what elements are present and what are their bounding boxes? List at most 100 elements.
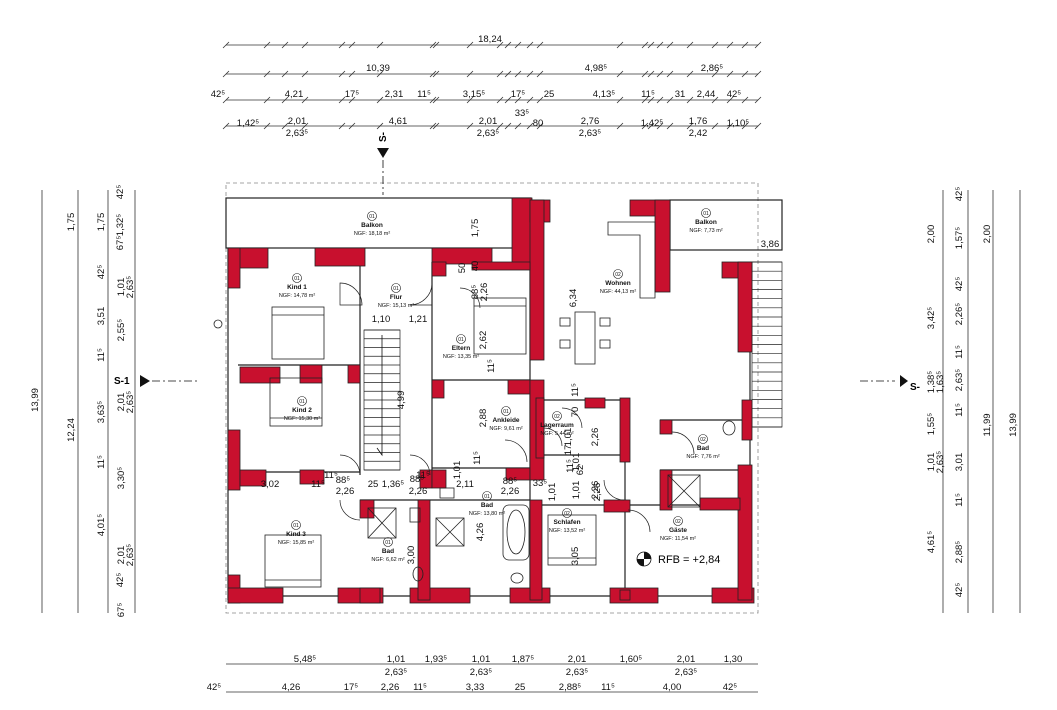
dim-l-11: 11⁵ bbox=[96, 348, 107, 362]
dim-top-r4-4: 4,61 bbox=[389, 116, 408, 127]
dim-bot-r2-1: 42⁵ bbox=[207, 682, 222, 693]
dim-l-8: 42⁵ bbox=[96, 265, 107, 280]
dim-l-19: 2,01 bbox=[116, 546, 127, 565]
dim-top-r4-11: 1,42⁵ bbox=[641, 118, 663, 129]
dim-tick bbox=[496, 122, 504, 130]
dim-top-r4-9: 2,76 bbox=[581, 116, 600, 127]
inner-dim-label: 6,34 bbox=[568, 289, 579, 308]
room-area: NGF: 15,13 m² bbox=[378, 303, 415, 309]
dim-r-8: 11⁵ bbox=[954, 345, 965, 359]
room-number: 02 bbox=[564, 511, 570, 517]
dim-bot-r2-2: 4,26 bbox=[282, 682, 301, 693]
bottom-dimensions bbox=[226, 663, 758, 693]
dim-r-3: 1,57⁵ bbox=[954, 227, 965, 249]
dim-tick bbox=[526, 96, 534, 104]
dim-l-14: 3,63⁵ bbox=[96, 401, 107, 423]
dim-l-21: 67⁵ bbox=[116, 603, 127, 618]
inner-dim-label: 4,26 bbox=[475, 523, 486, 542]
dim-tick bbox=[376, 70, 384, 78]
dim-tick bbox=[496, 41, 504, 49]
room-area: NGF: 11,54 m² bbox=[660, 536, 696, 542]
dim-top-r3-11: 31 bbox=[675, 89, 686, 100]
stair-right bbox=[751, 261, 783, 428]
room-number: 02 bbox=[554, 414, 560, 420]
dim-r-15: 1,01 bbox=[926, 453, 937, 472]
room-name: Bad bbox=[382, 548, 394, 555]
inner-dim-label: 4,99 bbox=[396, 391, 407, 410]
furniture bbox=[213, 221, 736, 588]
dim-bot-r1-6: 2,63⁵ bbox=[470, 667, 492, 678]
dim-tick bbox=[504, 70, 512, 78]
dim-r-12: 11⁵ bbox=[954, 403, 965, 417]
dim-tick bbox=[666, 122, 674, 130]
dim-tick bbox=[281, 41, 289, 49]
room-area: NGF: 5,44 m² bbox=[540, 431, 573, 437]
dim-tick bbox=[711, 41, 719, 49]
dim-l-7: 1,01 bbox=[116, 278, 127, 297]
room-number-circle bbox=[456, 334, 466, 344]
inner-dim-label: 11⁵ bbox=[416, 470, 430, 481]
room-number: 01 bbox=[703, 211, 709, 217]
dim-l-13: 2,01 bbox=[116, 393, 127, 412]
dim-l-12: 2,63⁵ bbox=[125, 391, 136, 413]
inner-dim-label: 2,11 bbox=[456, 479, 474, 490]
dim-tick bbox=[741, 41, 749, 49]
dim-tick bbox=[656, 41, 664, 49]
inner-dim-label: 2,26 bbox=[592, 483, 603, 502]
inner-dim-label: 2,26 bbox=[409, 486, 428, 497]
room-name: Bad bbox=[481, 502, 493, 509]
dim-tick bbox=[641, 122, 649, 130]
dim-r-10: 1,38⁵ bbox=[926, 371, 937, 393]
dim-tick bbox=[686, 122, 694, 130]
dim-bot-r1-13: 1,30 bbox=[724, 654, 743, 665]
dim-l-1: 42⁵ bbox=[115, 185, 126, 200]
room-area: NGF: 6,62 m² bbox=[371, 557, 404, 563]
svg-text:S-: S- bbox=[910, 382, 920, 393]
inner-dim-label: 1,36⁵ bbox=[382, 479, 404, 490]
dim-tick bbox=[616, 70, 624, 78]
room-area: NGF: 18,18 m² bbox=[354, 231, 391, 237]
dim-bot-r1-1: 5,48⁵ bbox=[294, 654, 316, 665]
dim-top-r3-1: 42⁵ bbox=[211, 89, 226, 100]
room-number-circle bbox=[383, 537, 393, 547]
dim-tick bbox=[301, 96, 309, 104]
inner-dim-label: 2,26 bbox=[336, 486, 355, 497]
dim-top-r3-5: 11⁵ bbox=[417, 89, 431, 100]
dim-bot-r2-8: 2,88⁵ bbox=[559, 682, 581, 693]
dim-bot-r1-4: 1,93⁵ bbox=[425, 654, 447, 665]
inner-dim-label: 70 bbox=[570, 407, 581, 418]
dim-bot-r1-5: 1,01 bbox=[472, 654, 491, 665]
dim-r-4: 2,00 bbox=[982, 225, 993, 244]
dim-l-20: 42⁵ bbox=[115, 573, 126, 588]
dim-top-r4-8: 80 bbox=[533, 118, 544, 129]
dim-l-17: 4,01⁵ bbox=[96, 514, 107, 536]
dim-tick bbox=[514, 122, 522, 130]
room-area: NGF: 44,13 m² bbox=[600, 289, 637, 295]
dim-r-6: 2,26⁵ bbox=[954, 303, 965, 325]
dim-tick bbox=[514, 41, 522, 49]
dim-top-r4-2: 2,01 bbox=[288, 116, 307, 127]
dim-tick bbox=[641, 70, 649, 78]
dim-tick bbox=[222, 96, 230, 104]
room-number: 02 bbox=[675, 519, 681, 525]
dim-tick bbox=[666, 96, 674, 104]
dim-l-10: 2,55⁵ bbox=[116, 319, 127, 341]
dim-top-r3-8: 25 bbox=[544, 89, 555, 100]
dim-r-1: 42⁵ bbox=[954, 187, 965, 202]
dim-bot-r1-9: 2,63⁵ bbox=[566, 667, 588, 678]
room-number-circle bbox=[552, 411, 562, 421]
inner-dim-label: 40 bbox=[470, 261, 481, 272]
room-number: 01 bbox=[294, 276, 300, 282]
room-number: 01 bbox=[484, 494, 490, 500]
dim-tick bbox=[338, 122, 346, 130]
room-name: Kind 1 bbox=[287, 284, 307, 291]
dim-top-r4-12: 1,76 bbox=[689, 116, 708, 127]
inner-dim-label: 3,05 bbox=[570, 547, 581, 566]
inner-dim-label: 1,01 bbox=[571, 481, 582, 500]
inner-dim-label: 33⁵ bbox=[533, 478, 548, 489]
